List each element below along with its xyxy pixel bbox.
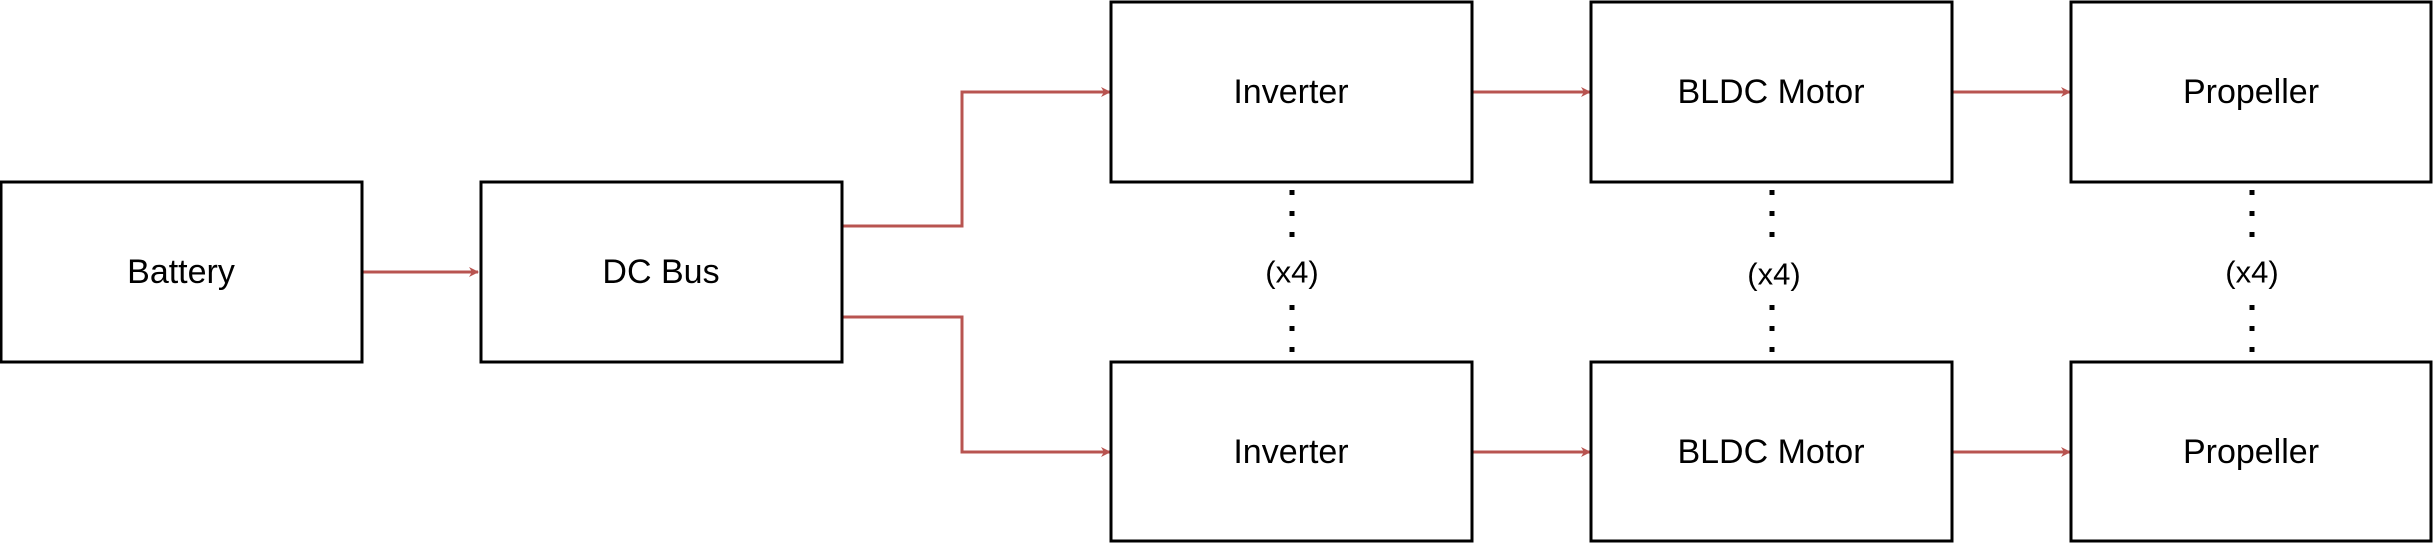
motor-top-label: BLDC Motor (1677, 73, 1864, 111)
motor-bottom-label: BLDC Motor (1677, 433, 1864, 471)
inverter-multiplicity-label: (x4) (1265, 255, 1318, 290)
inverter-bottom-block: Inverter (1109, 360, 1474, 543)
propeller-bottom-label: Propeller (2183, 433, 2319, 471)
motor-multiplicity-label: (x4) (1747, 257, 1800, 292)
propeller-bottom-block: Propeller (2069, 360, 2433, 543)
dc-bus-label: DC Bus (602, 253, 719, 291)
propeller-top-block: Propeller (2069, 0, 2433, 184)
inverter-top-block: Inverter (1109, 0, 1474, 184)
battery-label: Battery (127, 253, 235, 291)
dc-bus-block: DC Bus (479, 180, 844, 364)
arrow-dcbus-to-inverter-top (842, 87, 1111, 228)
inverter-top-label: Inverter (1233, 73, 1348, 111)
motor-top-block: BLDC Motor (1589, 0, 1954, 184)
propeller-top-label: Propeller (2183, 73, 2319, 111)
battery-block: Battery (0, 180, 364, 364)
propeller-multiplicity-label: (x4) (2225, 255, 2278, 290)
arrow-dcbus-to-inverter-bottom (842, 315, 1111, 457)
multiplicity-dots (1289, 190, 2255, 360)
motor-bottom-block: BLDC Motor (1589, 360, 1954, 543)
connectors (362, 87, 2071, 457)
inverter-bottom-label: Inverter (1233, 433, 1348, 471)
